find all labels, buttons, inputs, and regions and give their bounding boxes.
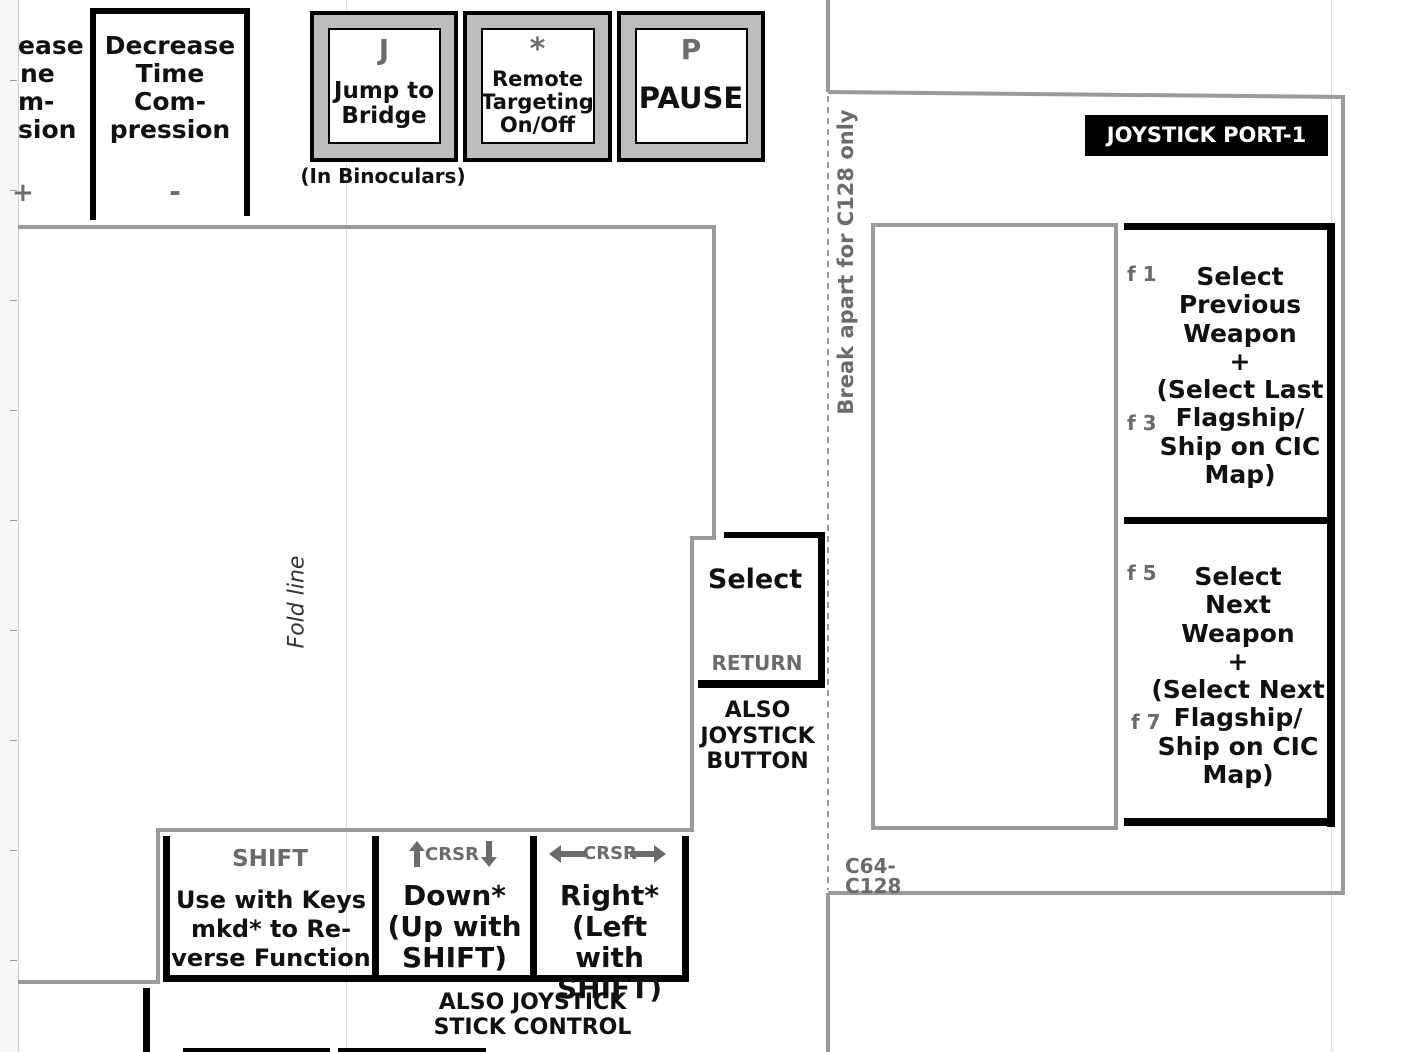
key-border [1124,223,1335,230]
key-border [90,8,250,14]
key-letter-j: J [378,33,390,66]
crsr-down-label: Down* (Up with SHIFT) [387,879,522,974]
return-select-label: Select [707,564,803,595]
arrow-left-icon [549,845,585,863]
key-border [338,1048,486,1052]
f7-key-label: f 7 [1131,710,1161,734]
joystick-port-label: JOYSTICK PORT-1 [1085,115,1328,156]
f3-key-label: f 3 [1127,411,1157,435]
ruler-tick [10,190,17,191]
decrease-symbol: - [169,175,181,208]
ruler-tick [10,520,17,521]
crsr-label: CRSR [583,843,637,864]
remote-targeting-label: Remote Targeting On/Off [481,67,594,137]
shift-key-name: SHIFT [232,846,308,872]
joystick-button-note: ALSO JOYSTICK BUTTON [700,698,815,774]
key-border [183,1048,330,1052]
ruler-tick [10,740,17,741]
arrow-up-icon [409,841,425,867]
ruler-tick [10,300,17,301]
increase-time-label-line: m- [18,87,55,116]
arrow-down-icon [481,841,497,867]
ruler-tick [10,80,17,81]
return-key-name: RETURN [711,651,803,675]
key-border [90,8,96,220]
arrow-right-icon [630,845,666,863]
joystick-stick-note: ALSO JOYSTICK STICK CONTROL [433,990,632,1040]
vertical-ruler [0,0,19,1052]
increase-time-label-line: ne [20,59,55,88]
inner-panel-box [871,223,1118,830]
previous-weapon-label: Select Previous Weapon + (Select Last Fl… [1156,262,1324,490]
decrease-time-label: Decrease Time Com- pression [104,31,236,144]
key-border [1124,818,1335,826]
pause-key[interactable]: P PAUSE [617,11,765,162]
ruler-tick [10,410,17,411]
jump-to-bridge-key[interactable]: J Jump to Bridge [310,11,458,162]
fold-line-label: Fold line [284,555,310,649]
ruler-tick [10,630,17,631]
key-border [143,988,150,1052]
key-border [698,680,825,688]
increase-symbol: + [12,178,34,208]
key-letter-p: P [680,33,702,66]
ruler-tick [10,850,17,851]
f1-key-label: f 1 [1127,262,1157,286]
remote-targeting-key[interactable]: * Remote Targeting On/Off [463,11,612,162]
left-panel-outline [18,225,716,984]
shift-key-label: Use with Keys mkd* to Re- verse Function [171,886,371,972]
right-panel-outline [827,90,1345,895]
next-weapon-label: Select Next Weapon + (Select Next Flagsh… [1151,562,1325,790]
key-border [1124,517,1335,524]
key-border [163,975,689,982]
crsr-label: CRSR [425,844,479,865]
f5-key-label: f 5 [1127,561,1157,585]
key-border [682,836,689,982]
increase-time-label-line: ease [18,31,84,60]
increase-time-label-line: sion [18,115,77,144]
key-letter-star: * [529,32,546,67]
key-border [244,8,250,216]
key-border [372,836,379,982]
key-border [1327,223,1335,827]
key-border [530,836,537,982]
binoculars-note: (In Binoculars) [300,164,466,188]
ruler-tick [10,960,17,961]
key-border [818,532,825,688]
crsr-right-label: Right* (Left with SHIFT) [556,879,663,1005]
model-label: C64-C128 [845,854,902,898]
key-border [163,836,170,982]
page-guide-line [346,0,347,1052]
key-border [724,532,825,538]
pause-label: PAUSE [638,81,744,115]
jump-to-bridge-label: Jump to Bridge [333,78,435,129]
break-apart-label: Break apart for C128 only [834,109,858,415]
